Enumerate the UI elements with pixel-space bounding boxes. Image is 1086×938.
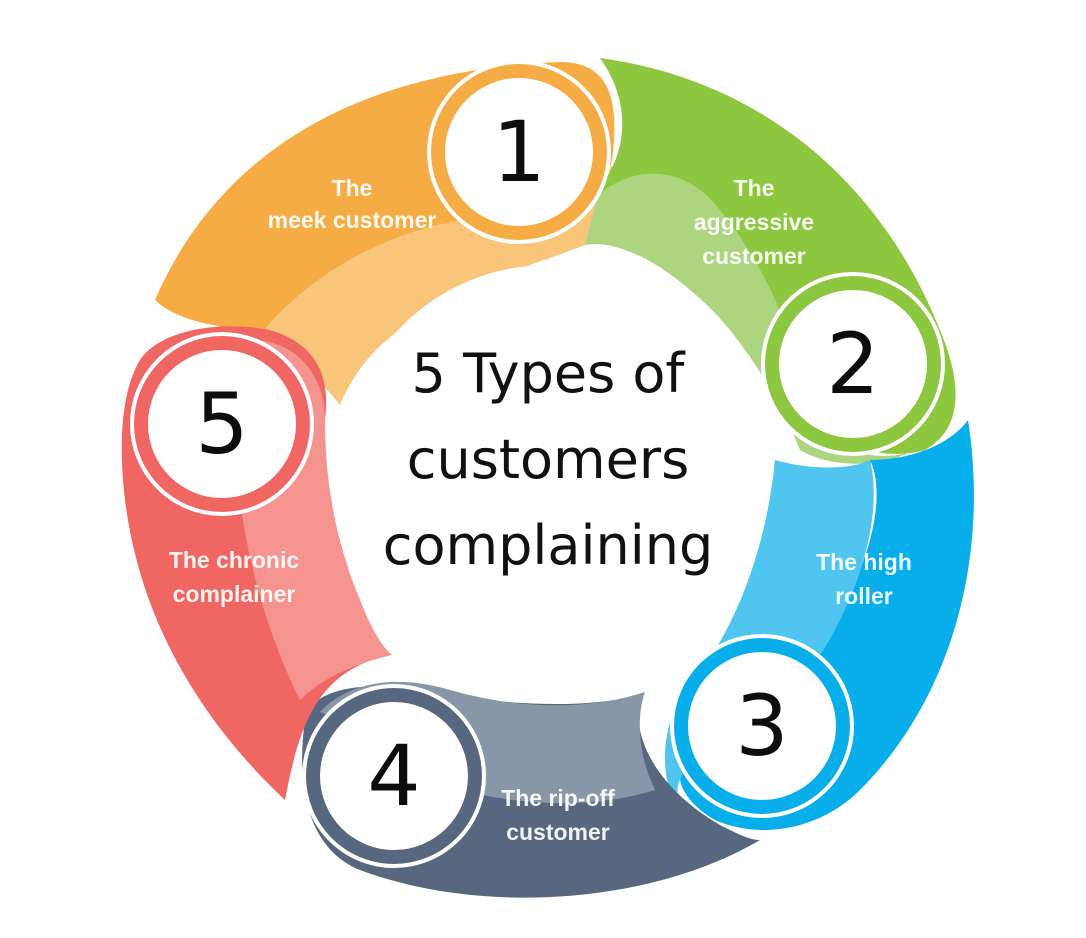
title-line-3: complaining xyxy=(383,514,713,577)
badge-1-number: 1 xyxy=(492,103,545,201)
label-4: The rip-off customer xyxy=(501,785,615,845)
badge-5-number: 5 xyxy=(195,375,248,473)
badge-3: 3 xyxy=(670,634,854,818)
label-5-line-2: complainer xyxy=(173,581,296,607)
badge-2: 2 xyxy=(761,272,945,456)
label-2-line-1: The xyxy=(734,175,775,201)
badge-4: 4 xyxy=(302,684,486,868)
label-3-line-2: roller xyxy=(835,583,893,609)
badge-3-number: 3 xyxy=(735,677,788,775)
label-3: The high roller xyxy=(816,549,912,609)
title-line-1: 5 Types of xyxy=(412,342,687,405)
label-1-line-2: meek customer xyxy=(268,207,437,233)
badge-4-number: 4 xyxy=(367,727,420,825)
label-5: The chronic complainer xyxy=(169,547,300,607)
label-4-line-2: customer xyxy=(506,819,610,845)
label-2-line-2: aggressive xyxy=(694,209,814,235)
label-2: The aggressive customer xyxy=(694,175,814,269)
center-title: 5 Types of customers complaining xyxy=(383,342,713,577)
badge-2-number: 2 xyxy=(826,315,879,413)
badge-5: 5 xyxy=(130,332,314,516)
label-3-line-1: The high xyxy=(816,549,912,575)
badge-4-disk xyxy=(320,702,468,850)
badge-2-disk xyxy=(779,290,927,438)
label-1-line-1: The xyxy=(332,175,373,201)
badge-3-disk xyxy=(688,652,836,800)
badge-1: 1 xyxy=(427,60,611,244)
label-1: The meek customer xyxy=(268,175,437,233)
badge-5-disk xyxy=(148,350,296,498)
title-line-2: customers xyxy=(407,428,689,491)
badge-1-disk xyxy=(445,78,593,226)
label-2-line-3: customer xyxy=(702,243,806,269)
segment-2-inner-band xyxy=(585,173,910,464)
center-disk xyxy=(343,265,753,675)
label-4-line-1: The rip-off xyxy=(501,785,615,811)
label-5-line-1: The chronic xyxy=(169,547,300,573)
